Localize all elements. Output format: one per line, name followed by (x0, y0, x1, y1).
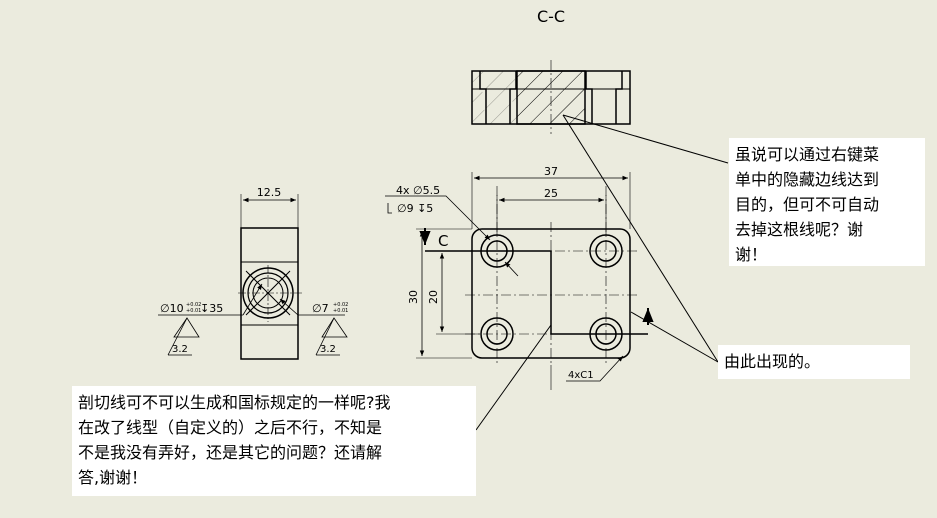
roughness-left: 3.2 (172, 344, 188, 355)
tolerance-upper-right: +0.02 (333, 302, 348, 308)
note-line: 虽说可以通过右键菜 (735, 145, 880, 164)
roughness-right: 3.2 (320, 344, 336, 355)
dim-height-30: 30 (407, 290, 420, 304)
note-line: 单中的隐藏边线达到 (735, 170, 880, 189)
note-section-line-question: 剖切线可不可以生成和国标规定的一样呢?我 在改了线型（自定义的）之后不行，不知是… (72, 386, 476, 496)
dim-width-37: 37 (544, 165, 558, 178)
note-origin: 由此出现的。 (718, 345, 910, 379)
tolerance-upper-left: +0.02 (186, 302, 201, 308)
counterbore-right-label: ∅7 (312, 302, 329, 315)
chamfer-label: 4xC1 (568, 370, 594, 381)
note-hidden-edge: 虽说可以通过右键菜 单中的隐藏边线达到 目的，但可不可自动 去掉这根线呢？谢 谢… (729, 138, 925, 266)
note-line: 答,谢谢！ (78, 468, 148, 487)
note-line: 谢！ (735, 245, 768, 264)
section-view (471, 60, 631, 134)
note-line: 由此出现的。 (724, 352, 821, 371)
note-line: 目的，但可不可自动 (735, 195, 880, 214)
tolerance-lower-right: +0.01 (333, 308, 348, 314)
counterbore-left-label: ∅10 (160, 302, 184, 315)
side-view (158, 194, 348, 360)
note-line: 剖切线可不可以生成和国标规定的一样呢?我 (78, 393, 391, 412)
front-view (385, 114, 729, 431)
note-line: 去掉这根线呢？谢 (735, 220, 864, 239)
hole-note-2: ∅9 ↧5 (397, 202, 433, 215)
hole-note-1: 4x ∅5.5 (396, 184, 440, 197)
tolerance-lower-left: +0.01 (186, 308, 201, 314)
section-marker: C (438, 232, 448, 250)
counterbore-left-depth: ↧35 (200, 302, 223, 315)
note-line: 不是我没有弄好，还是其它的问题？还请解 (78, 443, 383, 462)
section-title: C-C (537, 7, 565, 26)
dim-height-20: 20 (427, 290, 440, 304)
dim-side-width: 12.5 (257, 186, 282, 199)
note-line: 在改了线型（自定义的）之后不行，不知是 (78, 418, 383, 437)
dim-width-25: 25 (544, 187, 558, 200)
